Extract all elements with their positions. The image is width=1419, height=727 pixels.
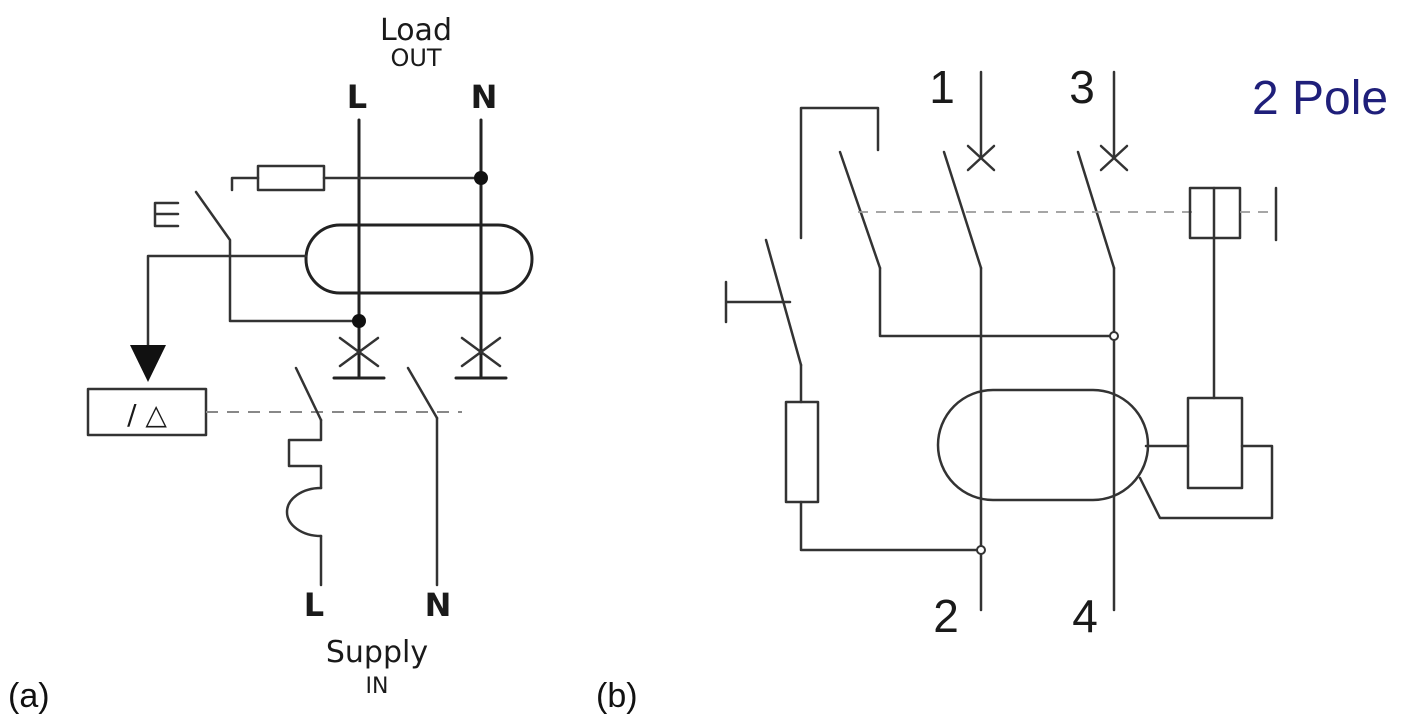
test-switch-contact <box>194 190 361 323</box>
contact-cross-1 <box>966 144 996 172</box>
test-return-wire <box>799 500 983 552</box>
test-resistor-b <box>784 400 820 504</box>
load-label: Load <box>380 13 452 48</box>
diagram-a: Load OUT L N / △ <box>8 13 534 715</box>
top-line-label: L <box>347 78 367 116</box>
contact-cross-line <box>332 336 386 380</box>
switch-line-blade <box>294 366 323 422</box>
caption-a: (a) <box>8 677 50 715</box>
trip-relay-b <box>1186 396 1244 490</box>
supply-label: Supply <box>326 635 428 670</box>
out-label: OUT <box>390 44 441 72</box>
junction-dot-3 <box>1109 331 1119 341</box>
terminal-1-label: 1 <box>929 61 955 113</box>
bottom-line-label: L <box>304 586 324 624</box>
in-label: IN <box>366 674 389 699</box>
contact-cross-3 <box>1099 144 1129 172</box>
line-conductor-bottom <box>287 418 323 587</box>
switch-blade-3 <box>1076 150 1116 270</box>
top-neutral-label: N <box>471 78 498 116</box>
contact-cross-neutral <box>454 336 508 380</box>
terminal-4-label: 4 <box>1072 590 1098 642</box>
bottom-neutral-label: N <box>425 586 452 624</box>
test-resistor <box>256 164 326 192</box>
thermal-coil-icon <box>285 486 323 538</box>
trip-signal-wire <box>146 254 308 352</box>
test-switch-b-blade <box>764 238 803 367</box>
test-button-b-icon <box>724 280 792 324</box>
current-transformer-core <box>304 223 534 295</box>
test-circuit-wire <box>230 176 483 192</box>
sense-wire-lower <box>1138 444 1274 520</box>
junction-dot-neutral <box>474 171 488 185</box>
switch-blade-1 <box>942 150 983 270</box>
trip-arrow-icon <box>130 345 166 382</box>
junction-dot-line <box>352 314 366 328</box>
auxiliary-wire <box>878 266 1116 338</box>
auxiliary-bracket <box>799 106 880 240</box>
relay-box-symbol: / △ <box>127 398 167 431</box>
terminal-3-label: 3 <box>1069 61 1095 113</box>
diagram-b: (b) 2 Pole 1 3 2 4 <box>596 61 1388 715</box>
junction-dot-1 <box>976 545 986 555</box>
current-transformer-b <box>936 388 1150 502</box>
caption-b: (b) <box>596 677 638 715</box>
test-button-icon <box>153 201 180 228</box>
switch-blade-aux <box>838 150 882 270</box>
terminal-2-label: 2 <box>933 590 959 642</box>
switch-neutral-blade <box>406 366 439 420</box>
pole-title: 2 Pole <box>1252 72 1388 125</box>
